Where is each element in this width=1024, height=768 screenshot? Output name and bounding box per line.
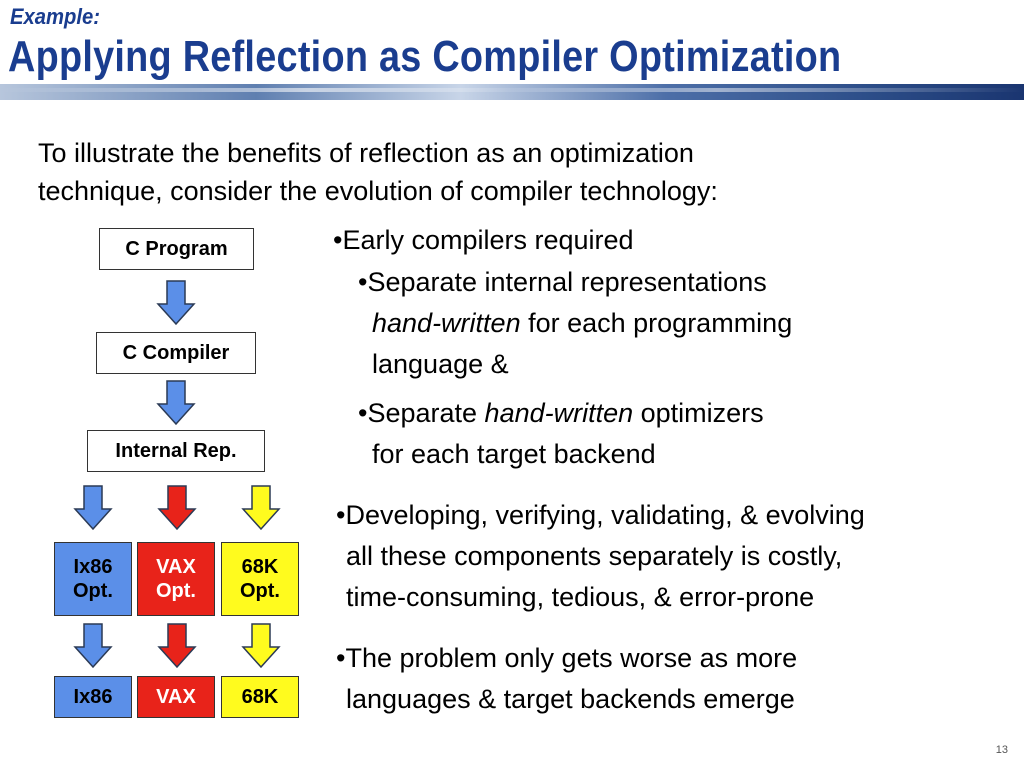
arrow-down-icon (157, 623, 197, 669)
bullet-problem-worse-line-1: •The problem only gets worse as more (336, 643, 798, 673)
vax-target-box: VAX (137, 676, 215, 718)
68k-opt-label-1: 68K (241, 556, 279, 578)
68k-target-label: 68K (241, 686, 279, 708)
bullet-separate-reps-line-3: language & (372, 349, 509, 379)
vax-target-label: VAX (156, 686, 196, 708)
bullet-separate-reps-line-2: hand-written for each programming (372, 303, 792, 343)
bullet-problem-worse-line-2: languages & target backends emerge (346, 684, 795, 714)
ix86-target-label: Ix86 (73, 686, 113, 708)
ix86-opt-label-2: Opt. (73, 580, 113, 602)
bullet-developing-line-2: all these components separately is costl… (346, 541, 843, 571)
bullet-separate-reps-line-2-rest: for each programming (520, 308, 793, 338)
ix86-opt-label-1: Ix86 (73, 556, 113, 578)
68k-opt-label-2: Opt. (240, 580, 280, 602)
slide-title: Applying Reflection as Compiler Optimiza… (8, 32, 842, 81)
header-banner-highlight (0, 88, 1024, 92)
vax-opt-label-1: VAX (156, 556, 196, 578)
slide-subtitle: Example: (10, 4, 101, 29)
header-banner (0, 84, 1024, 100)
ix86-opt-box: Ix86 Opt. (54, 542, 132, 616)
bullet-separate-optimizers-prefix: •Separate (358, 398, 485, 428)
arrow-down-icon (156, 380, 196, 426)
internal-rep-label: Internal Rep. (115, 440, 237, 462)
c-compiler-label: C Compiler (122, 342, 230, 364)
arrow-down-icon (156, 280, 196, 326)
c-program-label: C Program (125, 238, 228, 260)
arrow-down-icon (73, 485, 113, 531)
bullet-developing-line-3: time-consuming, tedious, & error-prone (346, 582, 815, 612)
arrow-down-icon (241, 623, 281, 669)
arrow-down-icon (241, 485, 281, 531)
68k-opt-box: 68K Opt. (221, 542, 299, 616)
68k-target-box: 68K (221, 676, 299, 718)
intro-line-1: To illustrate the benefits of reflection… (38, 138, 694, 168)
page-number: 13 (995, 744, 1008, 756)
bullet-separate-optimizers-suffix: optimizers (633, 398, 764, 428)
c-compiler-box: C Compiler (96, 332, 256, 374)
internal-rep-box: Internal Rep. (87, 430, 265, 472)
vax-opt-label-2: Opt. (156, 580, 196, 602)
bullet-separate-reps-line-1: •Separate internal representations (358, 267, 767, 297)
bullet-developing-line-1: •Developing, verifying, validating, & ev… (336, 500, 865, 530)
bullet-separate-optimizers-line-1: •Separate hand-written optimizers (358, 393, 764, 433)
arrow-down-icon (157, 485, 197, 531)
hand-written-emphasis: hand-written (372, 308, 521, 338)
vax-opt-box: VAX Opt. (137, 542, 215, 616)
c-program-box: C Program (99, 228, 254, 270)
arrow-down-icon (73, 623, 113, 669)
intro-line-2: technique, consider the evolution of com… (38, 176, 718, 206)
bullet-early-compilers: •Early compilers required (333, 225, 634, 255)
intro-paragraph: To illustrate the benefits of reflection… (38, 134, 998, 210)
bullet-separate-optimizers-line-2: for each target backend (372, 439, 656, 469)
hand-written-emphasis: hand-written (484, 398, 634, 428)
ix86-target-box: Ix86 (54, 676, 132, 718)
